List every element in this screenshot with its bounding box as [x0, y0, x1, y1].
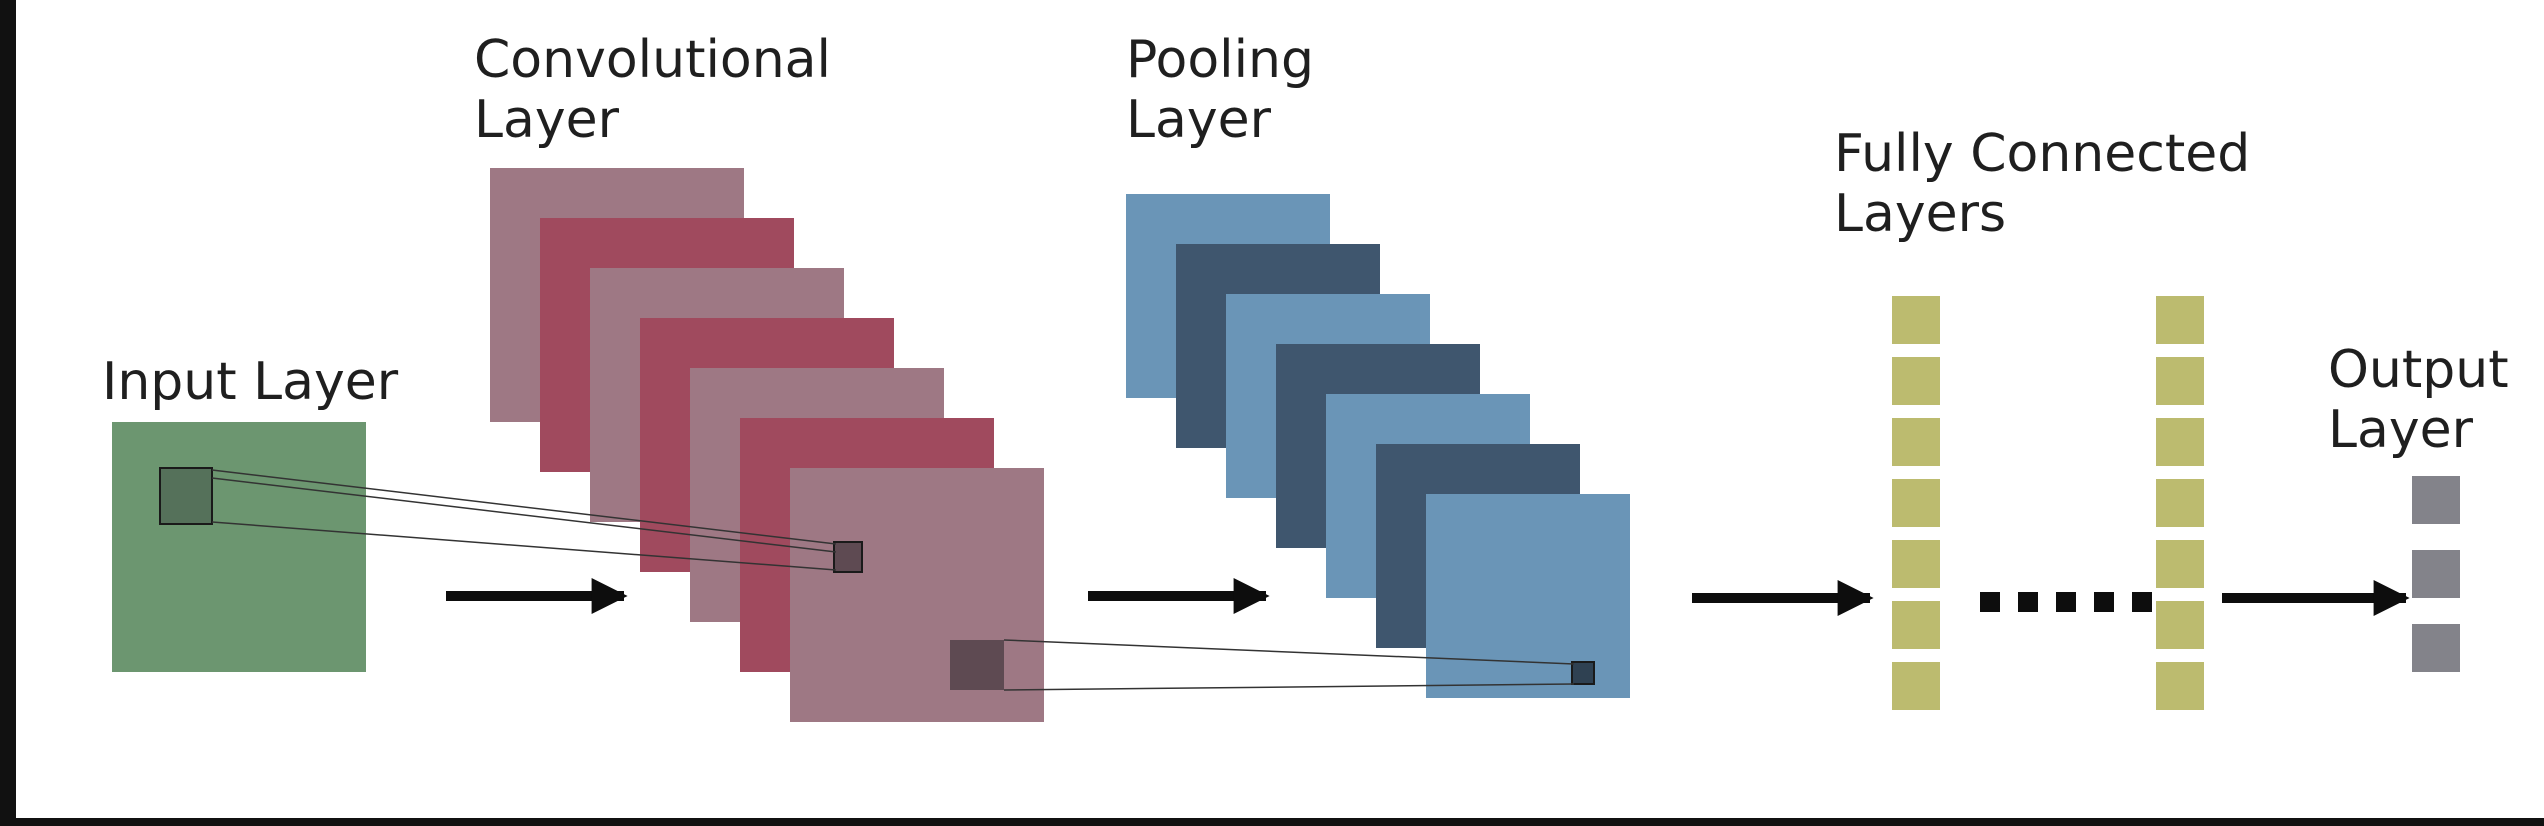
pool-layer-label: Pooling Layer: [1126, 30, 1314, 150]
conv-receptive-field: [950, 640, 1004, 690]
fc-ellipsis-dot-3: [2056, 592, 2076, 612]
cnn-diagram: Input Layer Convolutional Layer Pooling …: [16, 0, 2544, 818]
conv-layer-label: Convolutional Layer: [474, 30, 831, 150]
fc-layer-2-node-2: [2156, 357, 2204, 405]
fc-layer-2-node-6: [2156, 601, 2204, 649]
input-receptive-field: [159, 467, 213, 525]
fc-layer-2-node-1: [2156, 296, 2204, 344]
input-layer-square: [112, 422, 366, 672]
fc-ellipsis-dot-2: [2018, 592, 2038, 612]
fc-layers-label: Fully Connected Layers: [1834, 124, 2250, 244]
conv-layer-label-line-1: Convolutional: [474, 30, 831, 90]
conv-projection-line-1: [1003, 639, 1575, 665]
conv-feature-map-7: [790, 468, 1044, 722]
fc-layer-2-node-7: [2156, 662, 2204, 710]
input-projection-line-3: [211, 521, 837, 571]
fc-layers-label-line-1: Fully Connected: [1834, 124, 2251, 184]
fc-layer-2-node-3: [2156, 418, 2204, 466]
pool-feature-map-7: [1426, 494, 1630, 698]
pool-layer-label-line-2: Layer: [1126, 90, 1271, 150]
output-node-3: [2412, 624, 2460, 672]
fc-layer-1-node-4: [1892, 479, 1940, 527]
fc-ellipsis-dot-5: [2132, 592, 2152, 612]
conv-target-unit: [833, 541, 863, 573]
input-projection-line-2: [211, 477, 837, 553]
cnn-diagram-canvas: [112, 168, 2460, 722]
output-node-1: [2412, 476, 2460, 524]
output-node-2: [2412, 550, 2460, 598]
fc-layer-1-node-6: [1892, 601, 1940, 649]
output-layer-label-line-1: Output: [2328, 340, 2509, 400]
input-projection-line-1: [211, 469, 837, 545]
output-layer-label: Output Layer: [2328, 340, 2509, 460]
fc-layer-1-node-1: [1892, 296, 1940, 344]
pool-layer-label-line-1: Pooling: [1126, 30, 1314, 90]
pool-target-unit: [1571, 661, 1595, 685]
fc-layer-1-node-2: [1892, 357, 1940, 405]
fc-ellipsis-dot-1: [1980, 592, 2000, 612]
fc-layer-1-node-7: [1892, 662, 1940, 710]
fc-layers-label-line-2: Layers: [1834, 184, 2007, 244]
input-layer-label-line-1: Input Layer: [102, 352, 399, 412]
conv-projection-line-2: [1003, 683, 1575, 691]
output-layer-label-line-2: Layer: [2328, 400, 2473, 460]
conv-layer-label-line-2: Layer: [474, 90, 619, 150]
fc-layer-2-node-4: [2156, 479, 2204, 527]
input-layer-label: Input Layer: [102, 352, 398, 412]
fc-ellipsis-dot-4: [2094, 592, 2114, 612]
fc-layer-1-node-5: [1892, 540, 1940, 588]
fc-layer-2-node-5: [2156, 540, 2204, 588]
fc-layer-1-node-3: [1892, 418, 1940, 466]
